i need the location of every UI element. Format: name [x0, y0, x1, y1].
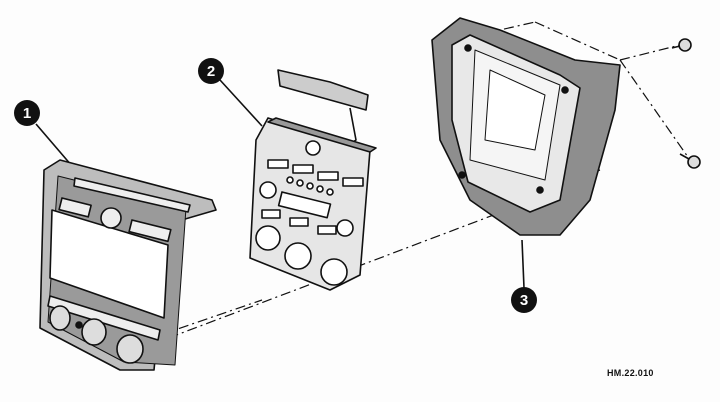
callout-3: 3 [511, 287, 537, 313]
leader-line-3 [521, 239, 525, 289]
figure-code: HM.22.010 [607, 368, 654, 378]
leader-line-2 [219, 79, 263, 127]
screw [671, 38, 692, 52]
trim-bezel [39, 159, 217, 371]
radio-climate-unit [249, 69, 377, 291]
mounting-housing [431, 17, 621, 236]
leader-line-1 [35, 123, 73, 167]
screw [679, 153, 701, 169]
callout-1: 1 [14, 100, 40, 126]
callout-2: 2 [198, 58, 224, 84]
